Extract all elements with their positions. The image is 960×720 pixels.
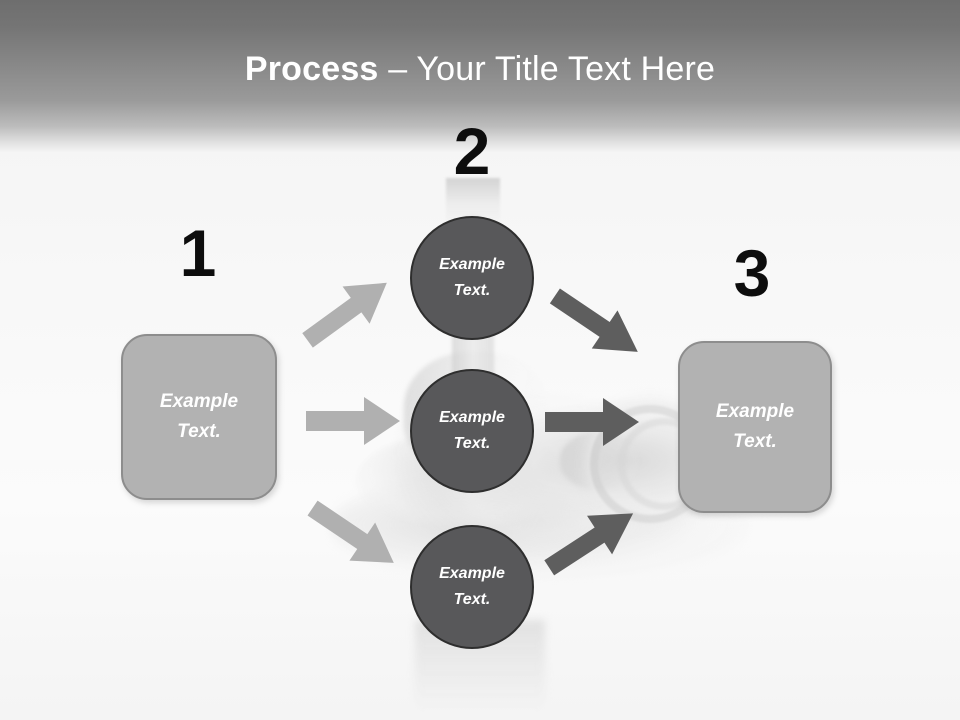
node-right-box[interactable]: Example Text.: [678, 341, 832, 513]
arrow-top-circle-to-right-box-icon: [544, 286, 652, 364]
page-title-separator: –: [378, 50, 417, 88]
node-circle-top-line2: Text.: [453, 282, 491, 299]
arrow-middle-circle-to-right-box-icon: [545, 396, 641, 448]
node-left-box[interactable]: Example Text.: [121, 334, 277, 500]
arrow-left-box-to-top-circle-icon: [296, 272, 400, 350]
chess-piece-collar: [560, 432, 638, 490]
header-band: [0, 0, 960, 152]
arrow-bottom-circle-to-right-box-icon: [537, 500, 647, 580]
node-left-box-line1: Example: [159, 391, 239, 412]
node-circle-bottom[interactable]: Example Text.: [410, 525, 534, 649]
step-number-3: 3: [733, 236, 771, 310]
node-circle-bottom-line2: Text.: [453, 591, 491, 608]
node-circle-middle-line2: Text.: [453, 435, 491, 452]
node-circle-top[interactable]: Example Text.: [410, 216, 534, 340]
node-circle-middle[interactable]: Example Text.: [410, 369, 534, 493]
page-title-bold: Process: [244, 50, 379, 88]
page-title: Process – Your Title Text Here: [0, 48, 960, 90]
arrow-left-box-to-middle-circle-icon: [306, 395, 402, 447]
node-right-box-line1: Example: [715, 401, 795, 422]
node-circle-top-line1: Example: [439, 256, 505, 273]
node-circle-middle-line1: Example: [439, 409, 505, 426]
node-circle-bottom-line1: Example: [439, 565, 505, 582]
step-number-1: 1: [179, 216, 217, 290]
node-right-box-line2: Text.: [733, 431, 777, 452]
step-number-2: 2: [453, 114, 491, 188]
node-left-box-line2: Text.: [177, 421, 221, 442]
arrow-left-box-to-bottom-circle-icon: [300, 496, 408, 576]
page-title-rest: Your Title Text Here: [416, 50, 716, 88]
